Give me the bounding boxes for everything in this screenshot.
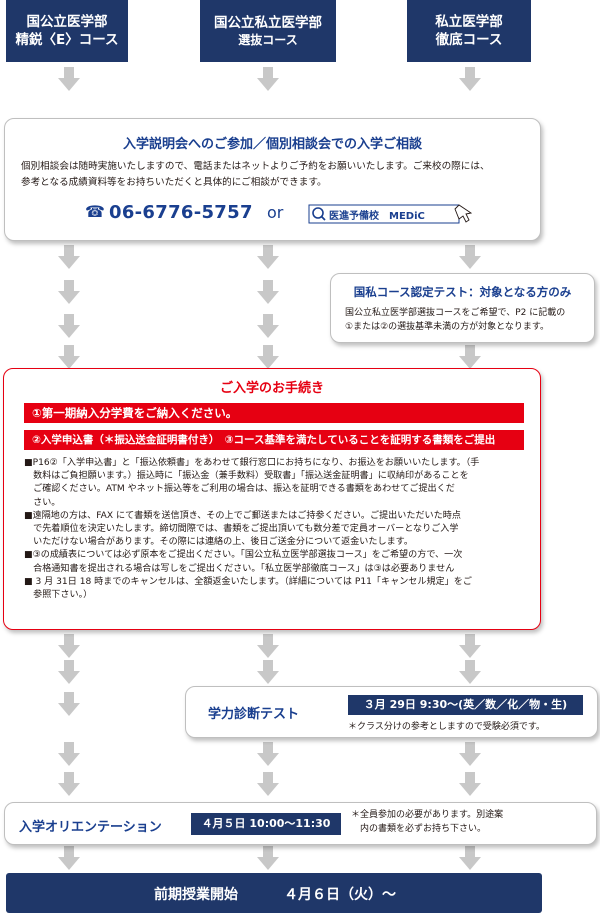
procedure-note-line: いただけない場合があります。その際には連絡の上、後日ご送金分について返金いたしま… xyxy=(24,537,413,548)
procedure-note-line: ■遠隔地の方は、FAX にて書類を送信頂き、その上でご郵送またはご持参ください。… xyxy=(24,510,461,521)
procedure-step-2-3: ②入学申込書（＊振込送金証明書付き） ③コース基準を満たしていることを証明する書… xyxy=(24,430,524,450)
course-sub: 精鋭〈E〉コース xyxy=(15,32,119,48)
consultation-panel: 入学説明会へのご参加／個別相談会での入学ご相談 個別相談会は随時実施いたしますの… xyxy=(4,118,541,241)
flow-arrow-icon xyxy=(58,846,80,874)
course-box-tettei: 私立医学部 徹底コース xyxy=(407,0,531,62)
course-name: 私立医学部 xyxy=(435,13,503,30)
procedure-note-line: ■③の成績表については必ず原本をご提出ください。「国公立私立医学部選抜コース」を… xyxy=(24,550,463,561)
flow-arrow-icon xyxy=(257,314,279,342)
procedure-panel: ご入学のお手続き ①第一期納入分学費をご納入ください。 ②入学申込書（＊振込送金… xyxy=(3,368,541,630)
course-name: 国公立私立医学部 xyxy=(214,14,322,31)
flow-arrow-icon xyxy=(257,660,279,688)
procedure-note-line: 数料はご負担願います。）振込時に「振込金（兼手数料）受取書」「振込送金証明書」に… xyxy=(24,471,469,482)
flow-arrow-icon xyxy=(257,345,279,373)
flow-arrow-icon xyxy=(257,280,279,308)
flow-arrow-icon xyxy=(459,660,481,688)
gakuryoku-test-date: ３月 29日 9:30～(英／数／化／物・生) xyxy=(348,695,583,715)
procedure-note-line: 合格通知書を提出される場合は写しをご提出ください。「私立医学部徹底コース」は③は… xyxy=(24,563,455,574)
flow-arrow-icon xyxy=(459,742,481,770)
flow-arrow-icon xyxy=(459,245,481,273)
procedure-note-line: 参照下さい。） xyxy=(24,590,93,601)
flow-arrow-icon xyxy=(257,772,279,800)
search-icon xyxy=(308,204,473,224)
procedure-note-line: ■ 3 月 31日 18 時までのキャンセルは、全額返金いたします。（詳細につい… xyxy=(24,576,472,587)
procedure-note-line: ご確認ください。ATM やネット振込等をご利用の場合は、振込を証明できる書類をあ… xyxy=(24,484,455,495)
course-sub: 徹底コース xyxy=(435,32,503,48)
flow-arrow-icon xyxy=(58,314,80,342)
orientation-title: 入学オリエンテーション xyxy=(19,820,162,835)
procedure-notes: ■P16②「入学申込書」と「振込依頼書」をあわせて銀行窓口にお持ちになり、お振込… xyxy=(24,457,534,602)
kokushi-test-panel: 国私コース認定テスト：対象となる方のみ 国公立私立医学部選抜コースをご希望で、P… xyxy=(330,273,595,343)
orientation-panel: 入学オリエンテーション ４月５日 10:00～11:30 ＊全員参加の必要があり… xyxy=(4,802,597,845)
orientation-note-2: 内の書類を必ずお持ち下さい。 xyxy=(351,824,487,834)
flow-arrow-icon xyxy=(58,345,80,373)
gakuryoku-test-panel: 学力診断テスト ３月 29日 9:30～(英／数／化／物・生) ＊クラス分けの参… xyxy=(185,686,598,738)
course-box-seiei: 国公立医学部 精鋭〈E〉コース xyxy=(6,0,128,62)
web-search-button[interactable]: 医進予備校 MEDiC xyxy=(305,201,475,227)
web-search-label: 医進予備校 MEDiC xyxy=(329,211,425,222)
course-name: 国公立医学部 xyxy=(26,13,108,30)
procedure-note-line: ■P16②「入学申込書」と「振込依頼書」をあわせて銀行窓口にお持ちになり、お振込… xyxy=(24,458,480,468)
flow-arrow-icon xyxy=(58,245,80,273)
flow-arrow-icon xyxy=(459,67,481,95)
procedure-title: ご入学のお手続き xyxy=(219,381,324,396)
kokushi-test-text-2: ①または②の選抜基準未満の方が対象となります。 xyxy=(345,322,549,332)
course-box-senbatsu: 国公立私立医学部 選抜コース xyxy=(200,0,336,62)
flow-arrow-icon xyxy=(459,345,481,373)
flow-arrow-icon xyxy=(459,846,481,874)
flow-arrow-icon xyxy=(459,772,481,800)
consultation-title: 入学説明会へのご参加／個別相談会での入学ご相談 xyxy=(122,137,422,152)
flow-arrow-icon xyxy=(257,245,279,273)
gakuryoku-test-note: ＊クラス分けの参考としますので受験必須です。 xyxy=(348,722,545,732)
consultation-text-2: 参考となる成績資料等をお持ちいただくと具体的にご相談ができます。 xyxy=(21,177,327,188)
flow-arrow-icon xyxy=(257,634,279,662)
gakuryoku-test-title: 学力診断テスト xyxy=(208,707,300,722)
flow-arrow-icon xyxy=(459,634,481,662)
procedure-step-1: ①第一期納入分学費をご納入ください。 xyxy=(24,403,524,423)
flow-arrow-icon xyxy=(58,660,80,688)
orientation-date: ４月５日 10:00～11:30 xyxy=(191,813,341,835)
flow-arrow-icon xyxy=(58,280,80,308)
procedure-note-line: さい。 xyxy=(24,497,61,508)
term-start-label: 前期授業開始 xyxy=(154,887,238,903)
flow-arrow-icon xyxy=(58,67,80,95)
kokushi-test-title: 国私コース認定テスト：対象となる方のみ xyxy=(353,285,572,299)
flow-arrow-icon xyxy=(58,634,80,662)
flow-arrow-icon xyxy=(257,846,279,874)
orientation-note-1: ＊全員参加の必要があります。別途案 xyxy=(351,810,504,820)
flow-arrow-icon xyxy=(58,772,80,800)
course-sub: 選抜コース xyxy=(238,33,298,48)
term-start-date: ４月６日（火）～ xyxy=(284,887,396,903)
phone-icon: ☎ xyxy=(85,202,105,221)
term-start-banner: 前期授業開始 ４月６日（火）～ xyxy=(6,873,542,913)
flow-arrow-icon xyxy=(58,692,80,720)
flow-arrow-icon xyxy=(257,742,279,770)
procedure-note-line: で先着順位を決定いたします。締切間際では、書類をご提出頂いても数分差で定員オーバ… xyxy=(24,524,459,535)
kokushi-test-text-1: 国公立私立医学部選抜コースをご希望で、P2 に記載の xyxy=(345,308,566,318)
flow-arrow-icon xyxy=(58,742,80,770)
phone-number[interactable]: 06-6776-5757 xyxy=(109,202,253,223)
consultation-text-1: 個別相談会は随時実施いたしますので、電話またはネットよりご予約をお願いいたします… xyxy=(21,161,490,172)
or-text: or xyxy=(267,203,284,222)
flow-arrow-icon xyxy=(257,67,279,95)
